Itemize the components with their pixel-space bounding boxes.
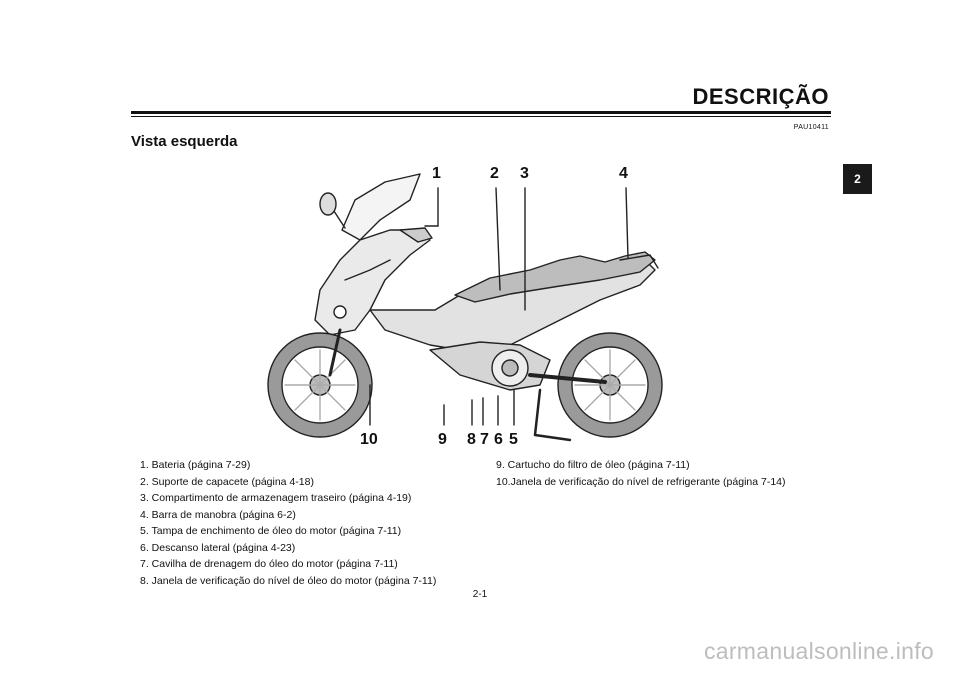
header-rule-thin [131,116,831,117]
list-item: 6. Descanso lateral (página 4-23) [140,541,296,554]
list-item: 4. Barra de manobra (página 6-2) [140,508,296,521]
list-item: 3. Compartimento de armazenagem traseiro… [140,492,412,504]
list-item: 10.Janela de verificação do nível de ref… [496,475,786,488]
list-item: 9. Cartucho do filtro de óleo (página 7-… [496,459,690,471]
callout-3: 3 [520,165,529,182]
parts-list-left: 1. Bateria (página 7-29) 2. Suporte de c… [140,457,436,589]
watermark: carmanualsonline.info [703,638,934,664]
callout-4: 4 [619,165,628,182]
section-title: Vista esquerda [131,133,238,150]
list-item: 5. Tampa de enchimento de óleo do motor … [140,525,402,537]
scooter-illustration [267,173,663,442]
document-code: PAU10411 [793,124,829,131]
callout-6: 6 [494,431,503,448]
callout-9: 9 [438,431,447,448]
page-title: DESCRIÇÃO [692,84,829,109]
list-item: 2. Suporte de capacete (página 4-18) [140,475,314,488]
scooter-left-view-figure: 1 2 3 4 10 9 8 7 6 5 [260,160,680,450]
chapter-tab[interactable]: 2 [843,164,872,194]
list-item: 8. Janela de verificação do nível de óle… [140,574,437,587]
callout-5: 5 [509,431,518,448]
callout-7: 7 [480,431,489,448]
page-number: 2-1 [472,589,488,600]
list-item: 7. Cavilha de drenagem do óleo do motor … [140,558,398,570]
parts-list-right: 9. Cartucho do filtro de óleo (página 7-… [496,457,786,490]
list-item: 1. Bateria (página 7-29) [140,459,251,471]
callout-10: 10 [360,431,378,448]
header-rule [131,111,831,114]
callout-8: 8 [467,431,476,448]
callout-2: 2 [490,165,499,182]
callout-1: 1 [432,165,441,182]
